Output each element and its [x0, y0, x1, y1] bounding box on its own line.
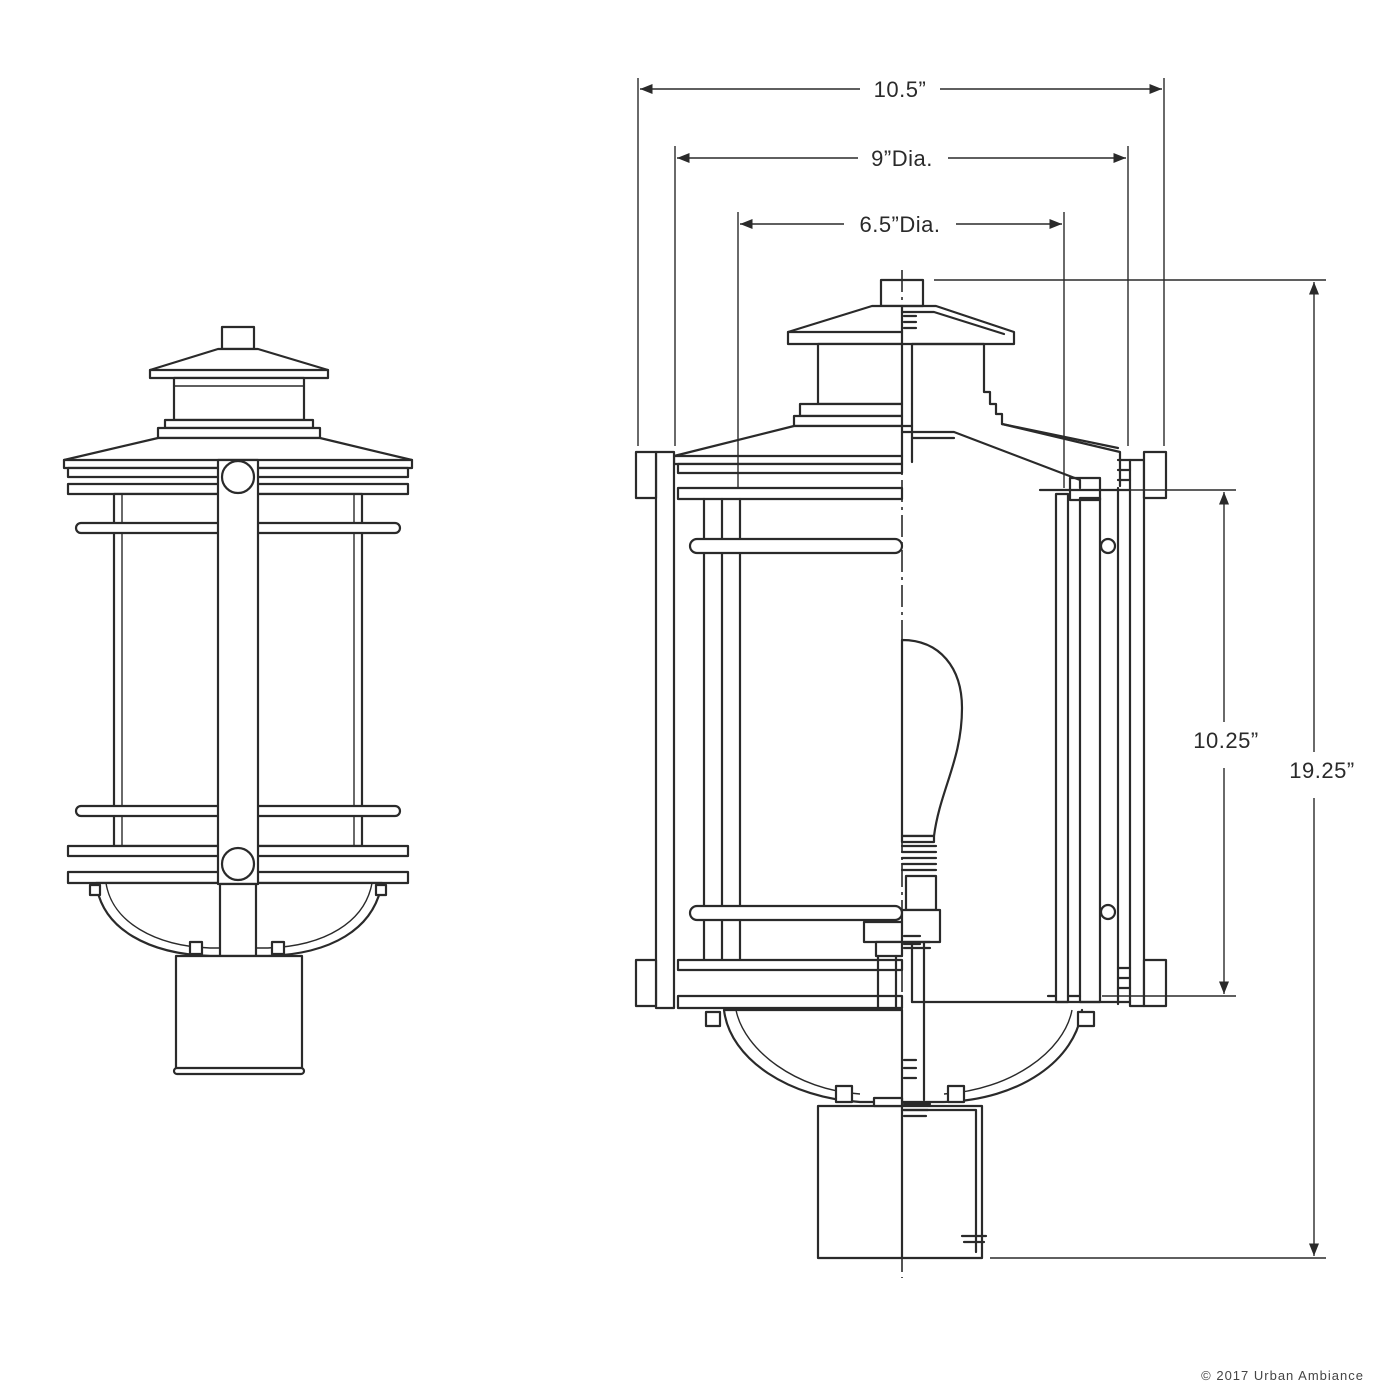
front-elevation-view — [62, 325, 414, 1076]
dimension-lines — [637, 78, 1326, 1259]
overall-height-label: 19.25” — [1289, 758, 1354, 783]
overall-width-label: 10.5” — [874, 77, 927, 102]
section-elevation-view — [634, 270, 1168, 1278]
copyright-notice: © 2017 Urban Ambiance — [1201, 1368, 1364, 1383]
glass-height-label: 10.25” — [1193, 728, 1258, 753]
outer-diameter-label: 9”Dia. — [871, 146, 933, 171]
inner-diameter-label: 6.5”Dia. — [859, 212, 940, 237]
